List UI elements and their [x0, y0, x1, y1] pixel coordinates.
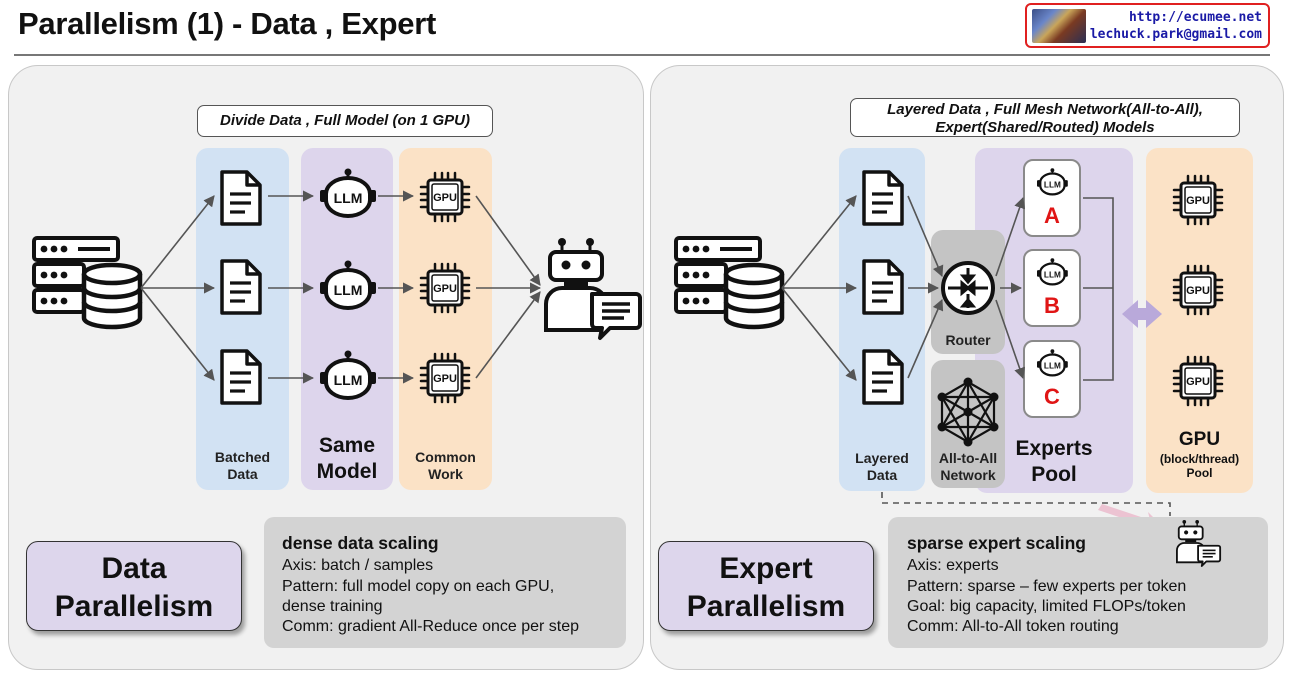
svg-text:GPU: GPU	[433, 373, 457, 385]
document-icon	[862, 349, 904, 405]
expert-parallelism-line2: Parallelism	[686, 589, 846, 623]
svg-text:LLM: LLM	[334, 372, 363, 388]
same-model-label: Same Model	[301, 433, 393, 486]
bidirectional-arrow-icon	[1122, 300, 1162, 328]
same-model-line1: Same	[318, 434, 376, 457]
layered-data-label-line2: Expert(Shared/Routed) Models	[935, 118, 1155, 136]
database-server-icon	[34, 238, 140, 327]
gpu-pool-sub: (block/thread)	[1159, 451, 1240, 466]
divide-data-label: Divide Data , Full Model (on 1 GPU)	[197, 105, 493, 137]
svg-text:LLM: LLM	[1044, 270, 1061, 279]
experts-pool-line1: Experts	[1015, 437, 1093, 460]
mesh-network-icon	[937, 377, 999, 447]
gpu-chip-icon: GPU	[1172, 264, 1224, 316]
robot-chat-icon	[544, 236, 642, 340]
svg-text:LLM: LLM	[334, 190, 363, 206]
svg-text:LLM: LLM	[1044, 361, 1061, 370]
svg-text:GPU: GPU	[433, 192, 457, 204]
common-work-line1: Common	[415, 449, 476, 465]
router-label: Router	[945, 332, 991, 348]
layered-data-line1: Layered	[855, 450, 909, 466]
expert-parallelism-card: Expert Parallelism	[658, 541, 874, 631]
expert-parallel-info-line: Goal: big capacity, limited FLOPs/token	[907, 597, 1186, 615]
network-label-line2: Network	[940, 466, 996, 483]
data-parallelism-line2: Parallelism	[54, 589, 214, 623]
experts-pool-label: Experts Pool	[1010, 436, 1098, 489]
data-parallel-info-line: Comm: gradient All-Reduce once per step	[282, 618, 580, 636]
document-icon	[862, 170, 904, 226]
document-icon	[220, 259, 262, 315]
common-work-line2: Work	[428, 465, 463, 482]
batched-data-line1: Batched	[214, 449, 271, 465]
network-label: All-to-All Network	[926, 450, 1010, 484]
expert-a-label: A	[1044, 203, 1060, 228]
page-title: Parallelism (1) - Data , Expert	[18, 6, 436, 41]
data-parallel-info: dense data scaling Axis: batch / samples…	[264, 517, 626, 648]
expert-llm-icon: LLM	[1035, 167, 1069, 196]
gpu-chip-icon: GPU	[1172, 174, 1224, 226]
expert-parallel-info: sparse expert scaling Axis: experts Patt…	[888, 517, 1268, 648]
svg-text:LLM: LLM	[334, 282, 363, 298]
data-parallelism-line1: Data	[101, 552, 167, 585]
experts-pool-line2: Pool	[1031, 463, 1077, 487]
llm-model-icon: LLM	[318, 166, 378, 218]
batched-data-label: Batched Data	[196, 449, 289, 483]
gpu-pool-label: GPU (block/thread) Pool	[1146, 429, 1253, 481]
layered-data-col-label: Layered Data	[839, 450, 925, 484]
expert-llm-icon: LLM	[1035, 348, 1069, 377]
dashed-feedback-path	[881, 492, 1171, 516]
svg-text:GPU: GPU	[1186, 195, 1210, 207]
data-parallel-info-line: dense training	[282, 597, 383, 615]
credit-url[interactable]: http://ecumee.net	[1128, 10, 1262, 25]
layered-data-label: Layered Data , Full Mesh Network(All-to-…	[850, 98, 1240, 137]
svg-text:GPU: GPU	[1186, 376, 1210, 388]
gpu-chip-icon: GPU	[419, 352, 471, 404]
svg-text:GPU: GPU	[433, 283, 457, 295]
gpu-chip-icon: GPU	[419, 171, 471, 223]
expert-parallel-info-line: Comm: All-to-All token routing	[907, 618, 1119, 636]
expert-parallel-info-heading: sparse expert scaling	[907, 533, 1086, 553]
svg-text:LLM: LLM	[1044, 180, 1061, 189]
expert-parallel-info-line: Axis: experts	[907, 557, 999, 575]
gpu-chip-icon: GPU	[419, 262, 471, 314]
document-icon	[220, 170, 262, 226]
expert-llm-icon: LLM	[1035, 257, 1069, 286]
expert-b-label: B	[1044, 293, 1060, 318]
network-label-line1: All-to-All	[938, 450, 998, 466]
layered-data-label-line1: Layered Data , Full Mesh Network(All-to-…	[887, 101, 1203, 118]
document-icon	[220, 349, 262, 405]
author-thumbnail	[1032, 9, 1086, 43]
router-icon	[941, 261, 995, 315]
data-parallel-info-line: Axis: batch / samples	[282, 557, 434, 575]
title-divider	[14, 54, 1270, 56]
expert-a: A	[1023, 159, 1081, 237]
common-work-label: Common Work	[399, 449, 492, 483]
expert-b: B	[1023, 249, 1081, 327]
credit-email[interactable]: lechuck.park@gmail.com	[1089, 27, 1262, 42]
svg-text:GPU: GPU	[1186, 285, 1210, 297]
llm-model-icon: LLM	[318, 348, 378, 400]
data-parallel-info-heading: dense data scaling	[282, 533, 439, 553]
llm-model-icon: LLM	[318, 258, 378, 310]
expert-c-label: C	[1044, 384, 1060, 409]
gpu-pool-title: GPU	[1178, 429, 1221, 450]
document-icon	[862, 259, 904, 315]
gpu-pool-word: Pool	[1186, 466, 1213, 481]
expert-parallel-info-line: Pattern: sparse – few experts per token	[907, 577, 1187, 595]
gpu-chip-icon: GPU	[1172, 355, 1224, 407]
database-server-icon	[676, 238, 782, 327]
same-model-line2: Model	[316, 460, 378, 484]
layered-data-line2: Data	[866, 466, 898, 483]
data-parallelism-card: Data Parallelism	[26, 541, 242, 631]
credit-badge: http://ecumee.net lechuck.park@gmail.com	[1025, 3, 1270, 48]
expert-parallelism-line1: Expert	[719, 552, 813, 585]
batched-data-line2: Data	[227, 465, 258, 482]
data-parallel-info-line: Pattern: full model copy on each GPU,	[282, 577, 555, 595]
